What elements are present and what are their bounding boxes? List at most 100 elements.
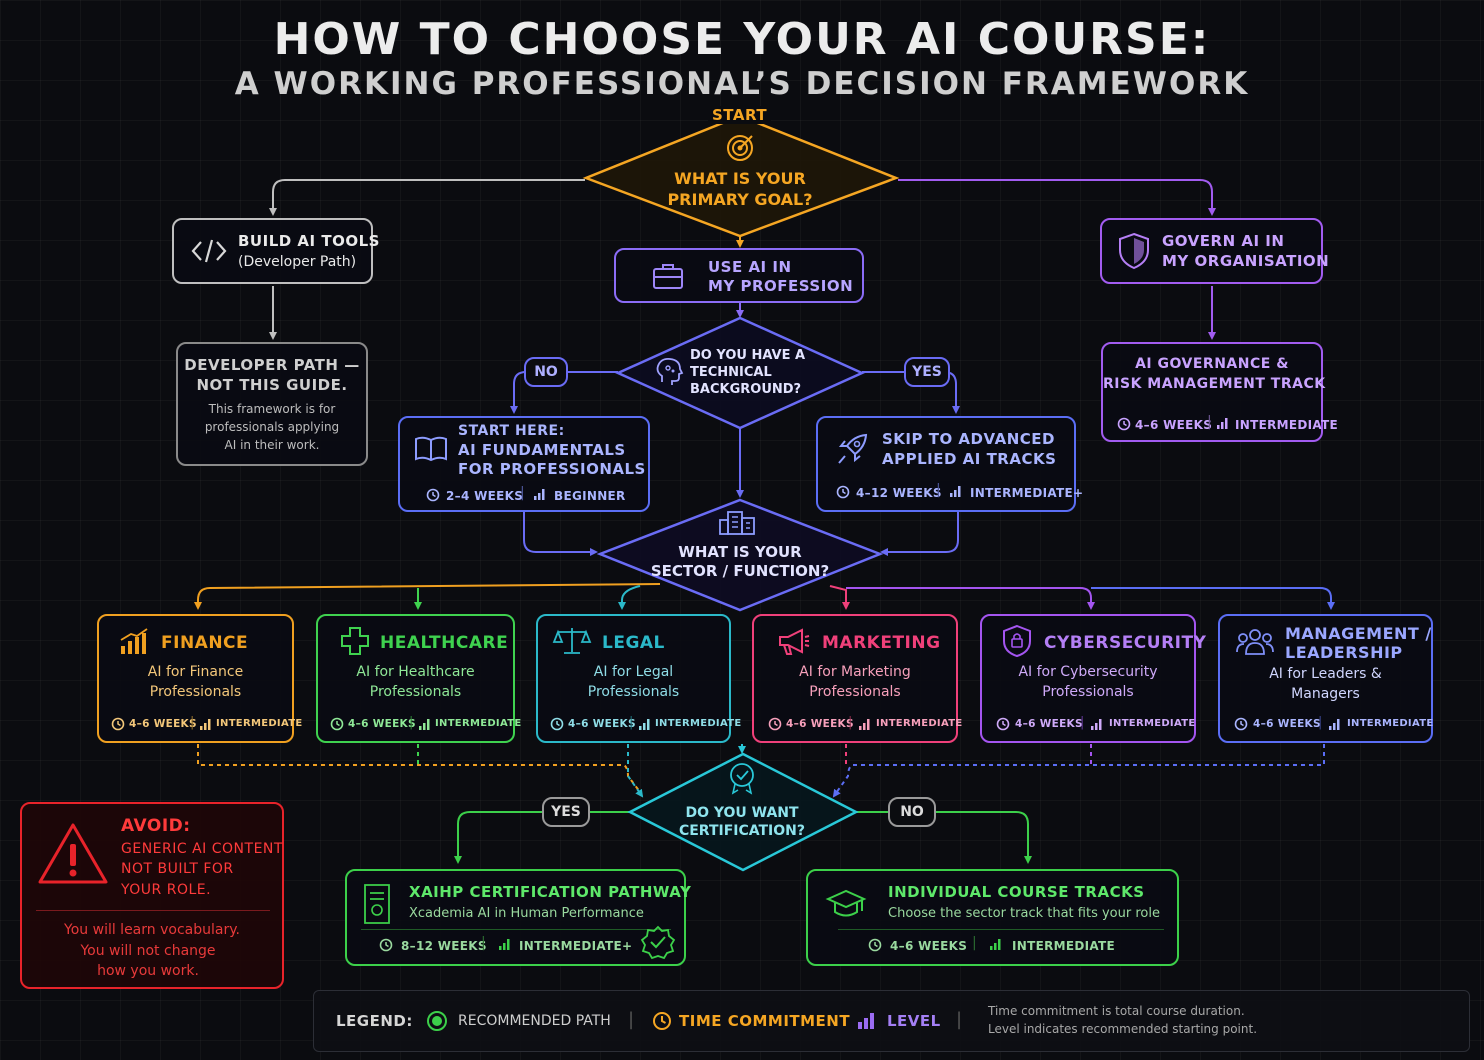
connector (618, 585, 641, 610)
avoid-body-line1: You will learn vocabulary. (64, 922, 240, 938)
level-bars-icon (1217, 418, 1228, 429)
scales-icon (552, 628, 592, 654)
sector-desc-line2: Professionals (149, 684, 242, 700)
sector-desc-line2: Professionals (809, 684, 901, 700)
level-bars-icon (419, 719, 430, 730)
book-icon (415, 436, 447, 462)
developer-title-line1: DEVELOPER PATH — (184, 356, 360, 374)
govern-line2: MY ORGANISATION (1162, 252, 1330, 270)
xaihp-certification-node[interactable]: XAIHP CERTIFICATION PATHWAY Xcademia AI … (345, 869, 691, 966)
sector-desc-line2: Professionals (587, 684, 680, 700)
connector (194, 583, 661, 610)
fundamentals-line3: FOR PROFESSIONALS (458, 460, 646, 478)
clock-icon (653, 1012, 671, 1030)
sector-question: WHAT IS YOUR SECTOR / FUNCTION? (640, 543, 840, 581)
code-icon (191, 239, 227, 263)
technical-line3: BACKGROUND? (690, 382, 802, 397)
legend-note-line2: Level indicates recommended starting poi… (988, 1022, 1258, 1036)
governance-level: INTERMEDIATE (1235, 418, 1339, 432)
lock-shield-icon (1003, 624, 1031, 658)
sector-desc-line1: AI for Healthcare (356, 664, 475, 680)
connector (846, 587, 1095, 610)
fundamentals-line2: AI FUNDAMENTALS (458, 441, 626, 459)
badge-icon (730, 763, 754, 795)
clock-icon (550, 717, 564, 731)
divider: | (972, 935, 977, 951)
sector-title: LEGAL (602, 633, 665, 653)
developer-body-line3: AI in their work. (224, 438, 320, 452)
individual-time: 4–6 WEEKS (890, 939, 968, 953)
use-ai-node[interactable]: USE AI IN MY PROFESSION (614, 248, 864, 303)
level-bars-icon (200, 719, 211, 730)
graduation-cap-icon (825, 889, 867, 917)
certification-question: DO YOU WANT CERTIFICATION? (642, 804, 842, 840)
sector-level: INTERMEDIATE (216, 718, 303, 729)
build-ai-tools-node[interactable]: BUILD AI TOOLS (Developer Path) (172, 218, 379, 284)
avoid-warning-box: AVOID: GENERIC AI CONTENT NOT BUILT FOR … (20, 802, 284, 989)
sector-desc-line2: Professionals (1042, 684, 1134, 700)
legend-label: LEGEND: (336, 1012, 413, 1030)
sector-healthcare[interactable]: HEALTHCARE AI for Healthcare Professiona… (316, 614, 521, 743)
sector-title-line2: LEADERSHIP (1285, 643, 1403, 662)
level-bars-icon (1329, 719, 1340, 730)
sector-finance[interactable]: FINANCE AI for Finance Professionals 4–6… (97, 614, 302, 743)
developer-body-line1: This framework is for (208, 402, 336, 416)
sector-time: 4–6 WEEKS (348, 718, 416, 730)
divider: | (848, 715, 853, 730)
clock-icon (836, 485, 850, 499)
target-icon (727, 135, 753, 161)
page-subtitle: A WORKING PROFESSIONAL’S DECISION FRAMEW… (234, 66, 1250, 102)
advanced-line1: SKIP TO ADVANCED (882, 430, 1055, 448)
ai-fundamentals-node[interactable]: START HERE: AI FUNDAMENTALS FOR PROFESSI… (398, 416, 650, 512)
connector (523, 512, 598, 556)
clock-icon (1234, 717, 1248, 731)
sector-title: MARKETING (822, 633, 941, 653)
sector-line1: WHAT IS YOUR (678, 543, 802, 561)
govern-ai-node[interactable]: GOVERN AI IN MY ORGANISATION (1100, 218, 1329, 284)
sector-legal[interactable]: LEGAL AI for Legal Professionals 4–6 WEE… (536, 614, 741, 743)
sector-cybersecurity[interactable]: CYBERSECURITY AI for Cybersecurity Profe… (980, 614, 1206, 743)
fundamentals-line1: START HERE: (458, 423, 565, 439)
verified-badge-icon (640, 925, 676, 960)
divider: | (190, 715, 195, 730)
sector-desc-line2: Professionals (369, 684, 462, 700)
connector (1091, 587, 1335, 610)
advanced-tracks-node[interactable]: SKIP TO ADVANCED APPLIED AI TRACKS 4–12 … (816, 416, 1083, 512)
legend-recommended: RECOMMENDED PATH (458, 1013, 611, 1029)
clock-icon (111, 717, 125, 731)
build-sublabel: (Developer Path) (238, 254, 357, 270)
sector-management[interactable]: MANAGEMENT / LEADERSHIP AI for Leaders &… (1218, 614, 1433, 743)
xaihp-level: INTERMEDIATE+ (519, 939, 633, 953)
recommended-path-icon (427, 1011, 447, 1031)
sector-marketing[interactable]: MARKETING AI for Marketing Professionals… (752, 614, 962, 743)
govern-line1: GOVERN AI IN (1162, 232, 1285, 250)
level-bars-icon (950, 486, 961, 497)
connector (627, 744, 644, 798)
technical-no-label: NO (524, 357, 568, 387)
sector-level: INTERMEDIATE (435, 718, 522, 729)
start-question: WHAT IS YOUR PRIMARY GOAL? (640, 168, 840, 210)
divider: | (481, 935, 486, 951)
sector-time: 4–6 WEEKS (568, 718, 636, 730)
clock-icon (996, 717, 1010, 731)
avoid-line3: YOUR ROLE. (121, 882, 212, 898)
avoid-line2: NOT BUILT FOR (121, 861, 234, 877)
clock-icon (426, 488, 440, 502)
xaihp-time: 8–12 WEEKS (401, 939, 487, 953)
cert-line2: CERTIFICATION? (678, 823, 806, 839)
certification-diamond (627, 752, 859, 872)
cert-yes-label: YES (542, 797, 590, 827)
sector-time: 4–6 WEEKS (129, 718, 197, 730)
technical-diamond (614, 316, 866, 430)
individual-tracks-node[interactable]: INDIVIDUAL COURSE TRACKS Choose the sect… (806, 869, 1179, 966)
governance-track-node[interactable]: AI GOVERNANCE & RISK MANAGEMENT TRACK 4–… (1101, 342, 1338, 442)
shield-icon (1119, 232, 1149, 270)
developer-title-line2: NOT THIS GUIDE. (196, 376, 348, 394)
building-icon (719, 511, 755, 535)
start-question-line2: PRIMARY GOAL? (667, 190, 813, 209)
use-ai-line1: USE AI IN (708, 258, 792, 276)
individual-subtitle: Choose the sector track that fits your r… (888, 906, 1160, 921)
level-bars-icon (859, 719, 870, 730)
legend: LEGEND: RECOMMENDED PATH | TIME COMMITME… (313, 990, 1470, 1052)
sector-level: INTERMEDIATE (876, 718, 963, 729)
